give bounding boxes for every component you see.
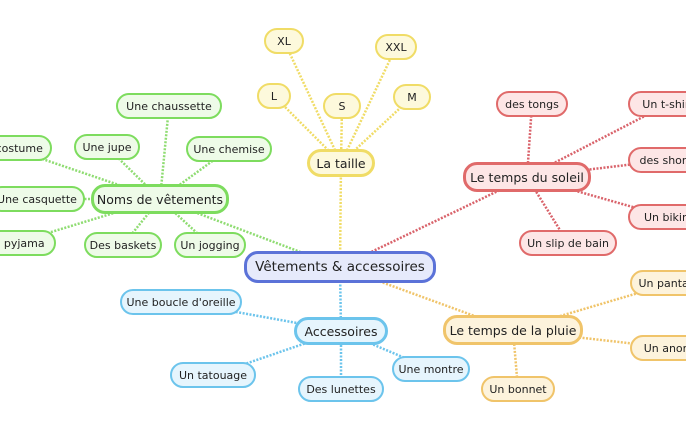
- node-label: Une jupe: [82, 140, 132, 154]
- node-label: Un costume: [0, 141, 43, 155]
- node-label: Le temps du soleil: [470, 169, 584, 185]
- node-label: Un bikini: [643, 210, 686, 224]
- node-label: Des lunettes: [306, 382, 376, 396]
- node-label: Une montre: [398, 362, 464, 376]
- leaf-node[interactable]: Un bikini: [628, 204, 686, 230]
- leaf-node[interactable]: des shorts: [628, 147, 686, 173]
- node-label: Un jogging: [180, 238, 240, 252]
- node-label: Un anorak: [643, 341, 686, 355]
- leaf-node[interactable]: XL: [264, 28, 304, 54]
- node-label: L: [270, 89, 278, 103]
- branch-node[interactable]: Le temps du soleil: [463, 162, 591, 192]
- node-label: Une casquette: [0, 192, 77, 206]
- node-label: S: [338, 99, 346, 113]
- leaf-node[interactable]: S: [323, 93, 361, 119]
- node-label: Des baskets: [89, 238, 157, 252]
- leaf-node[interactable]: Un slip de bain: [519, 230, 617, 256]
- connector-line: [339, 105, 344, 164]
- leaf-node[interactable]: Un t-shirt: [628, 91, 686, 117]
- connector-line: [180, 300, 342, 333]
- leaf-node[interactable]: Une montre: [392, 356, 470, 382]
- node-label: Un tatouage: [178, 368, 248, 382]
- connector-line: [526, 158, 669, 179]
- leaf-node[interactable]: Un costume: [0, 135, 52, 161]
- node-label: M: [407, 90, 417, 104]
- leaf-node[interactable]: Un anorak: [630, 335, 686, 361]
- node-label: La taille: [316, 155, 366, 171]
- leaf-node[interactable]: Une chaussette: [116, 93, 222, 119]
- connector-line: [339, 175, 528, 269]
- leaf-node[interactable]: Une boucle d'oreille: [120, 289, 242, 315]
- node-label: Une chaussette: [126, 99, 212, 113]
- node-label: Un pantalon: [638, 276, 686, 290]
- node-label: Une boucle d'oreille: [126, 295, 236, 309]
- leaf-node[interactable]: Un tatouage: [170, 362, 256, 388]
- node-label: XL: [277, 34, 291, 48]
- leaf-node[interactable]: XXL: [375, 34, 417, 60]
- node-label: Une chemise: [193, 142, 265, 156]
- branch-node[interactable]: La taille: [307, 149, 375, 177]
- leaf-node[interactable]: Des baskets: [84, 232, 162, 258]
- node-label: Le temps de la pluie: [449, 322, 577, 338]
- leaf-node[interactable]: Une casquette: [0, 186, 85, 212]
- branch-node[interactable]: Noms de vêtements: [91, 184, 229, 214]
- node-label: des tongs: [505, 97, 559, 111]
- node-label: des shorts: [639, 153, 686, 167]
- leaf-node[interactable]: Des lunettes: [298, 376, 384, 402]
- central-topic-node[interactable]: Vêtements & accessoires: [244, 251, 436, 283]
- connector-line: [339, 46, 398, 164]
- node-label: Vêtements & accessoires: [255, 259, 425, 275]
- leaf-node[interactable]: Une jupe: [74, 134, 140, 160]
- leaf-node[interactable]: Un bonnet: [481, 376, 555, 402]
- node-label: Un bonnet: [489, 382, 547, 396]
- node-label: Accessoires: [304, 323, 378, 339]
- connector-line: [282, 40, 343, 164]
- branch-node[interactable]: Accessoires: [294, 317, 388, 345]
- connector-line: [339, 265, 514, 332]
- leaf-node[interactable]: Un pyjama: [0, 230, 56, 256]
- leaf-node[interactable]: des tongs: [496, 91, 568, 117]
- leaf-node[interactable]: L: [257, 83, 291, 109]
- node-label: Un slip de bain: [527, 236, 609, 250]
- leaf-node[interactable]: Un pantalon: [630, 270, 686, 296]
- node-label: Noms de vêtements: [96, 191, 224, 207]
- node-label: XXL: [385, 40, 407, 54]
- leaf-node[interactable]: Un jogging: [174, 232, 246, 258]
- node-label: Un pyjama: [0, 236, 45, 250]
- leaf-node[interactable]: M: [393, 84, 431, 110]
- node-label: Un t-shirt: [642, 97, 686, 111]
- connector-line: [158, 105, 171, 200]
- branch-node[interactable]: Le temps de la pluie: [443, 315, 583, 345]
- leaf-node[interactable]: Une chemise: [186, 136, 272, 162]
